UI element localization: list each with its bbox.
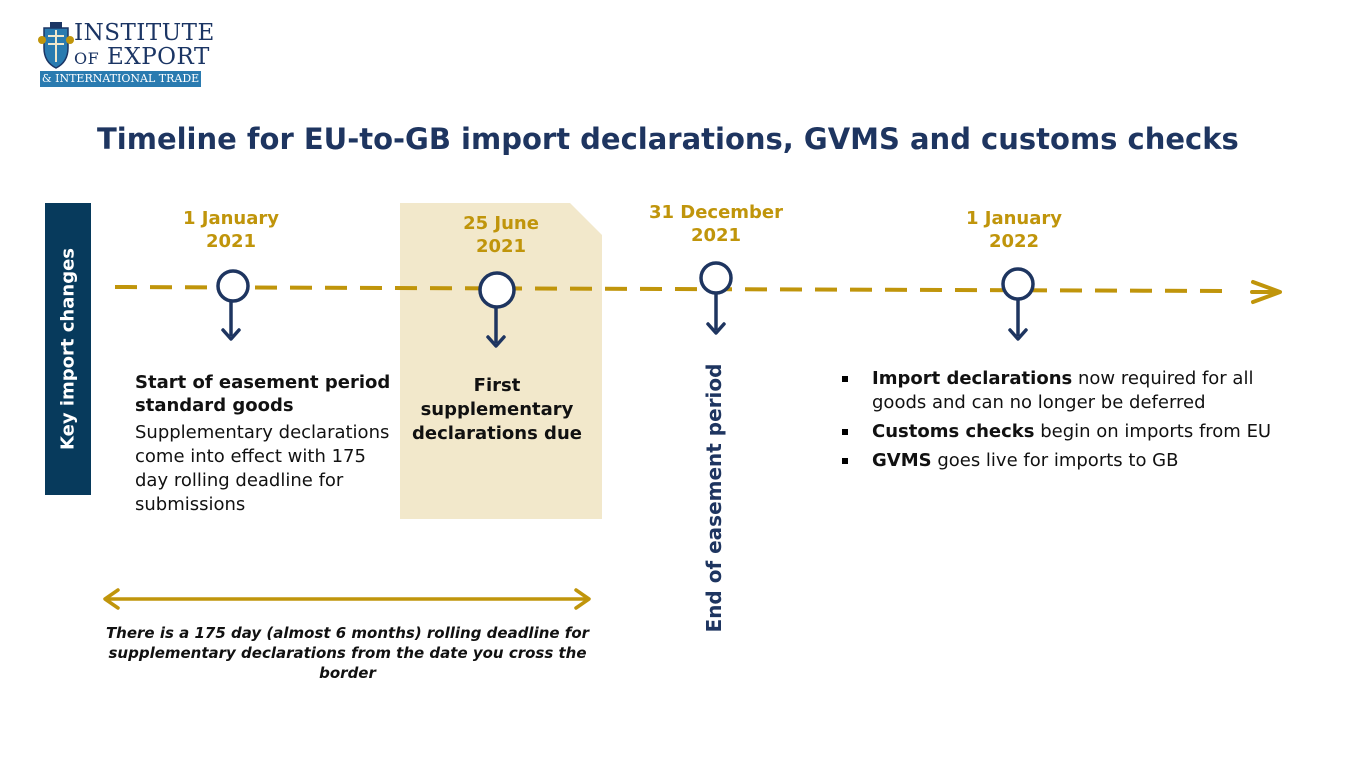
bullet-square-icon [842,429,848,435]
bullet-bold: GVMS [872,450,932,471]
bullet-rest: goes live for imports to GB [931,450,1179,471]
block-1-title: Start of easement period standard goods [135,372,391,416]
easement-end-label: End of easement period [702,363,726,633]
bullet-rest: begin on imports from EU [1034,421,1272,442]
milestone-marker-4 [1001,267,1035,341]
timeline-dashed-line [114,285,1226,293]
milestone-marker-3 [699,261,733,335]
logo-band: & INTERNATIONAL TRADE [40,71,201,87]
logo-line-2: OF EXPORT [74,44,210,70]
milestone-marker-1 [216,269,250,341]
bullet-bold: Import declarations [872,368,1073,389]
bullet-square-icon [842,458,848,464]
bullet-item: Import declarations now required for all… [840,367,1300,415]
page-title: Timeline for EU-to-GB import declaration… [97,122,1239,156]
timeline-arrow-head [1250,280,1282,304]
bullet-item: Customs checks begin on imports from EU [840,420,1300,444]
milestone-date-2: 25 June 2021 [463,213,539,257]
side-label-bar: Key import changes [45,203,91,495]
milestone-4-bullets: Import declarations now required for all… [840,367,1300,478]
milestone-date-4: 1 January 2022 [965,208,1063,252]
milestone-1-description: Start of easement period standard goods … [135,371,395,517]
bullet-bold: Customs checks [872,421,1035,442]
milestone-2-description: First supplementary declarations due [412,375,582,444]
bullet-rest: now required for all goods and can no lo… [872,368,1254,413]
deadline-note: There is a 175 day (almost 6 months) rol… [105,624,590,682]
crest-icon [38,22,74,69]
deadline-double-arrow [103,588,591,610]
logo-of: OF [74,49,100,68]
logo-line-1: INSTITUTE [74,20,215,46]
bullet-item: GVMS goes live for imports to GB [840,449,1300,473]
block-1-desc: Supplementary declarations come into eff… [135,422,390,515]
milestone-date-3: 31 December 2021 [648,202,784,246]
bullet-square-icon [842,376,848,382]
logo-export: EXPORT [99,44,210,70]
institute-logo: INSTITUTE OF EXPORT & INTERNATIONAL TRAD… [38,20,214,90]
highlight-panel [400,203,602,519]
milestone-marker-2 [478,271,516,348]
milestone-date-1: 1 January 2021 [182,208,280,252]
